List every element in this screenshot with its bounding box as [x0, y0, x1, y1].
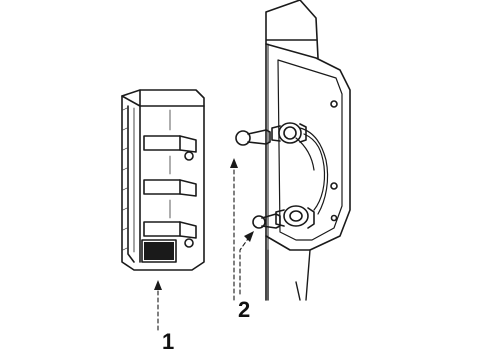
lens-shading — [122, 107, 128, 251]
lower-bulb — [252, 213, 281, 229]
lower-bulb-socket — [275, 205, 315, 229]
callout-label-1: 1 — [162, 329, 175, 354]
vehicle-body-panel — [265, 0, 351, 301]
arrow-head-2a — [230, 158, 238, 168]
tail-lamp-lens — [121, 89, 205, 271]
upper-bulb — [235, 129, 271, 146]
leader-line-2 — [233, 164, 251, 301]
lens-reflector — [144, 242, 174, 260]
wiring-harness — [295, 127, 329, 215]
callout-label-2: 2 — [238, 297, 251, 322]
arrow-head-1 — [154, 280, 162, 290]
upper-bulb-socket — [271, 122, 307, 144]
arrow-head-2b — [244, 231, 254, 242]
